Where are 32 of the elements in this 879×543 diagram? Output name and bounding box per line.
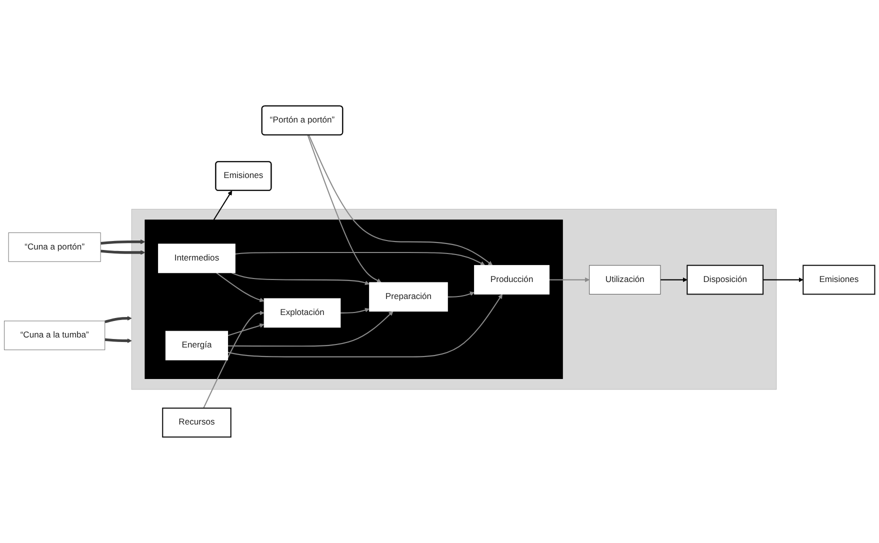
arrow — [228, 294, 502, 358]
arrow — [308, 134, 493, 266]
node-box: Explotación — [264, 298, 341, 328]
arrow — [228, 323, 264, 336]
arrow — [213, 190, 232, 220]
node-box: Preparación — [369, 282, 448, 312]
node-box: “Cuna a la tumba” — [4, 320, 106, 350]
arrow — [216, 272, 264, 302]
node-box: Producción — [474, 265, 550, 294]
node-box: “Cuna a portón” — [8, 232, 101, 262]
cluster — [131, 208, 777, 390]
node-box: Utilización — [589, 265, 661, 294]
arrow — [100, 239, 146, 245]
arrow — [763, 277, 804, 282]
node-box: Emisiones — [802, 264, 876, 295]
arrow — [448, 292, 475, 298]
cluster — [144, 220, 563, 379]
node-box: Recursos — [162, 408, 232, 438]
arrow — [660, 277, 688, 282]
arrow — [235, 252, 486, 266]
arrow — [203, 310, 264, 408]
node-box: Energía — [165, 330, 228, 360]
arrow — [231, 272, 370, 286]
arrow — [340, 308, 370, 314]
node-box: Disposición — [686, 264, 764, 295]
node-box: Intermedios — [158, 244, 236, 274]
arrow — [100, 250, 146, 255]
arrow — [307, 134, 382, 283]
arrow — [104, 338, 132, 344]
arrow — [104, 316, 132, 324]
arrow — [228, 311, 394, 347]
arrow — [549, 277, 590, 282]
